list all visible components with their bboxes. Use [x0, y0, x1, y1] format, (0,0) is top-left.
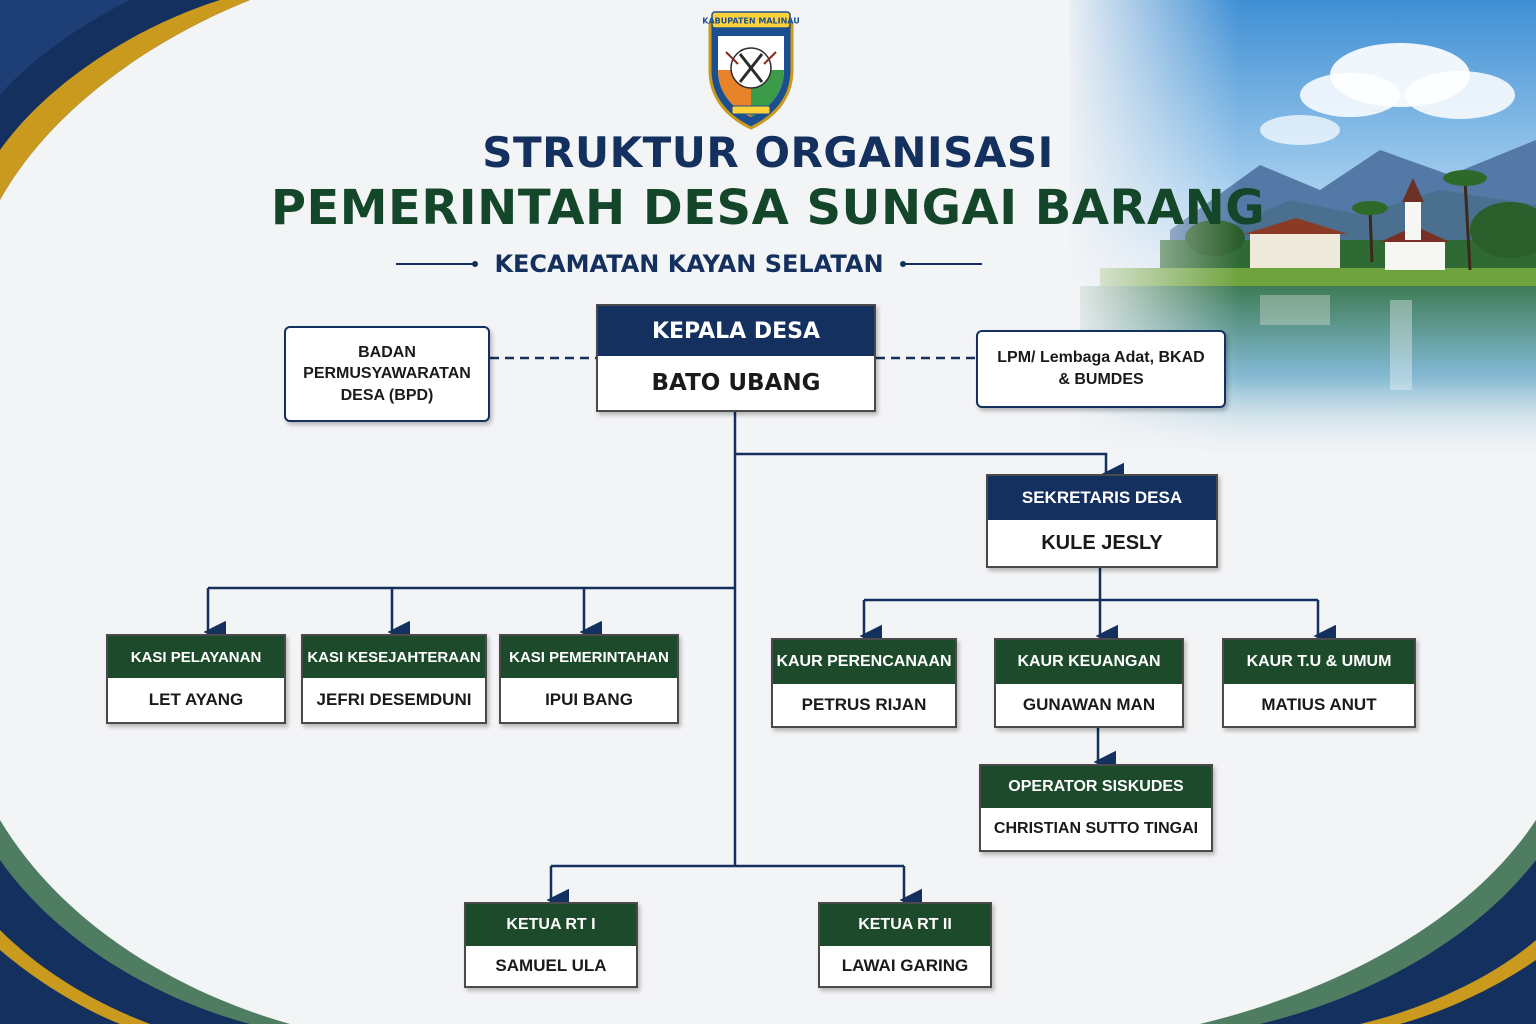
sekretaris-desa-box: SEKRETARIS DESA KULE JESLY: [986, 474, 1218, 568]
kasi-pemerintahan-title: KASI PEMERINTAHAN: [501, 636, 677, 678]
title-line-2: PEMERINTAH DESA SUNGAI BARANG: [270, 180, 1266, 236]
logo-banner-text: KABUPATEN MALINAU: [702, 17, 799, 26]
kaur-perencanaan-box: KAUR PERENCANAAN PETRUS RIJAN: [771, 638, 957, 728]
subtitle-rule-right: [899, 261, 982, 267]
operator-siskudes-name: CHRISTIAN SUTTO TINGAI: [993, 820, 1199, 837]
lpm-box: LPM/ Lembaga Adat, BKAD & BUMDES: [976, 330, 1226, 408]
regency-logo: KABUPATEN MALINAU: [702, 11, 800, 130]
kaur-tu-umum-name: MATIUS ANUT: [1261, 695, 1377, 714]
kasi-kesejahteraan-name: JEFRI DESEMDUNI: [316, 690, 472, 709]
bpd-box: BADAN PERMUSYAWARATAN DESA (BPD): [284, 326, 490, 422]
kaur-keuangan-name: GUNAWAN MAN: [1022, 695, 1156, 714]
ketua-rt-1-name: SAMUEL ULA: [495, 956, 607, 975]
kaur-keuangan-title: KAUR KEUANGAN: [996, 640, 1182, 684]
kaur-tu-umum-title: KAUR T.U & UMUM: [1224, 640, 1414, 684]
bpd-line-3: DESA (BPD): [340, 386, 434, 404]
ketua-rt-2-title: KETUA RT II: [820, 904, 990, 946]
kepala-desa-name: BATO UBANG: [651, 370, 821, 396]
kasi-pemerintahan-name: IPUI BANG: [545, 690, 633, 709]
ketua-rt-2-box: KETUA RT II LAWAI GARING: [818, 902, 992, 988]
kasi-kesejahteraan-title: KASI KESEJAHTERAAN: [303, 636, 485, 678]
operator-siskudes-title: OPERATOR SISKUDES: [981, 766, 1211, 808]
lpm-line-2: & BUMDES: [1058, 371, 1144, 388]
ketua-rt-2-name: LAWAI GARING: [841, 956, 969, 975]
kaur-keuangan-box: KAUR KEUANGAN GUNAWAN MAN: [994, 638, 1184, 728]
sekretaris-desa-title: SEKRETARIS DESA: [988, 476, 1216, 520]
ketua-rt-1-title: KETUA RT I: [466, 904, 636, 946]
title-line-1: STRUKTUR ORGANISASI: [482, 128, 1054, 177]
kaur-perencanaan-title: KAUR PERENCANAAN: [773, 640, 955, 684]
kasi-pelayanan-name: LET AYANG: [148, 690, 244, 709]
kepala-desa-box: KEPALA DESA BATO UBANG: [596, 304, 876, 412]
kaur-perencanaan-name: PETRUS RIJAN: [801, 695, 927, 714]
lpm-line-1: LPM/ Lembaga Adat, BKAD: [997, 349, 1205, 367]
ketua-rt-1-box: KETUA RT I SAMUEL ULA: [464, 902, 638, 988]
kasi-pelayanan-box: KASI PELAYANAN LET AYANG: [106, 634, 286, 724]
subtitle: KECAMATAN KAYAN SELATAN: [494, 250, 884, 278]
subtitle-row: KECAMATAN KAYAN SELATAN: [396, 246, 982, 282]
operator-siskudes-box: OPERATOR SISKUDES CHRISTIAN SUTTO TINGAI: [979, 764, 1213, 852]
subtitle-rule-left: [396, 261, 479, 267]
bpd-line-1: BADAN: [358, 343, 416, 361]
top-left-swoosh: [0, 0, 250, 200]
landscape-illustration: [1060, 0, 1536, 470]
kasi-pemerintahan-box: KASI PEMERINTAHAN IPUI BANG: [499, 634, 679, 724]
bpd-line-2: PERMUSYAWARATAN: [303, 365, 471, 383]
kaur-tu-umum-box: KAUR T.U & UMUM MATIUS ANUT: [1222, 638, 1416, 728]
kasi-kesejahteraan-box: KASI KESEJAHTERAAN JEFRI DESEMDUNI: [301, 634, 487, 724]
kasi-pelayanan-title: KASI PELAYANAN: [108, 636, 284, 678]
kepala-desa-title: KEPALA DESA: [598, 306, 874, 356]
sekretaris-desa-name: KULE JESLY: [1041, 531, 1163, 554]
